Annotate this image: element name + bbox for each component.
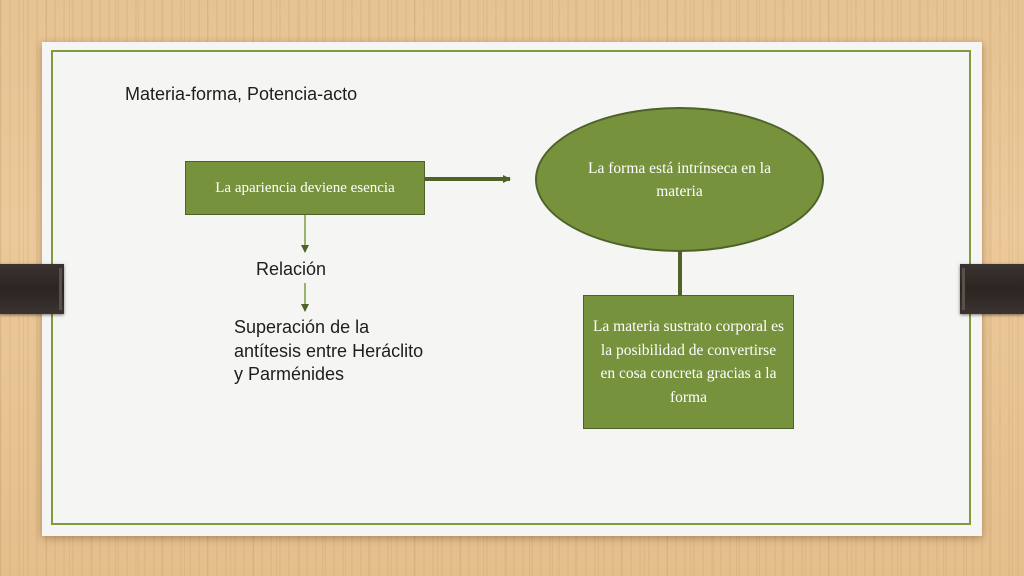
connector-ellipse-to-materia <box>678 251 682 296</box>
node-forma-ellipse: La forma está intrínseca en la materia <box>535 107 824 252</box>
binder-clip-right <box>960 264 1024 314</box>
node-apariencia-esencia: La apariencia deviene esencia <box>185 161 425 215</box>
node-materia-sustrato: La materia sustrato corporal es la posib… <box>583 295 794 429</box>
label-superacion: Superación de la antítesis entre Herácli… <box>234 317 424 384</box>
node-forma-label: La forma está intrínseca en la materia <box>588 159 771 200</box>
node-apariencia-label: La apariencia deviene esencia <box>215 179 395 196</box>
label-relacion: Relación <box>256 259 327 279</box>
node-materia-label: La materia sustrato corporal es la posib… <box>592 318 785 406</box>
slide-title: Materia-forma, Potencia-acto <box>125 84 358 104</box>
binder-clip-left <box>0 264 64 314</box>
slide <box>42 42 982 536</box>
